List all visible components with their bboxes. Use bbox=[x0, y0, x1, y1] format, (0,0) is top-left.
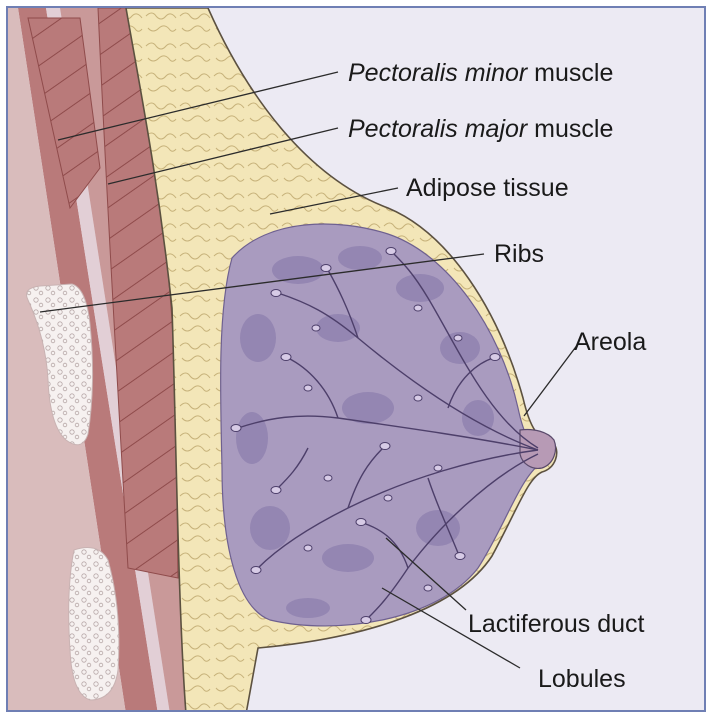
diagram-frame: Pectoralis minor muscle Pectoralis major… bbox=[6, 6, 706, 712]
leader-areola bbox=[524, 344, 578, 416]
label-areola: Areola bbox=[574, 328, 646, 356]
label-lobules: Lobules bbox=[538, 665, 626, 693]
nipple bbox=[520, 429, 556, 468]
label-pectoralis-major: Pectoralis major muscle bbox=[348, 115, 613, 143]
breast-anatomy-diagram: Pectoralis minor muscle Pectoralis major… bbox=[8, 8, 706, 712]
label-ribs: Ribs bbox=[494, 240, 544, 268]
label-lactiferous-duct: Lactiferous duct bbox=[468, 610, 645, 638]
label-adipose-tissue: Adipose tissue bbox=[406, 174, 569, 202]
label-pectoralis-minor: Pectoralis minor muscle bbox=[348, 59, 613, 87]
